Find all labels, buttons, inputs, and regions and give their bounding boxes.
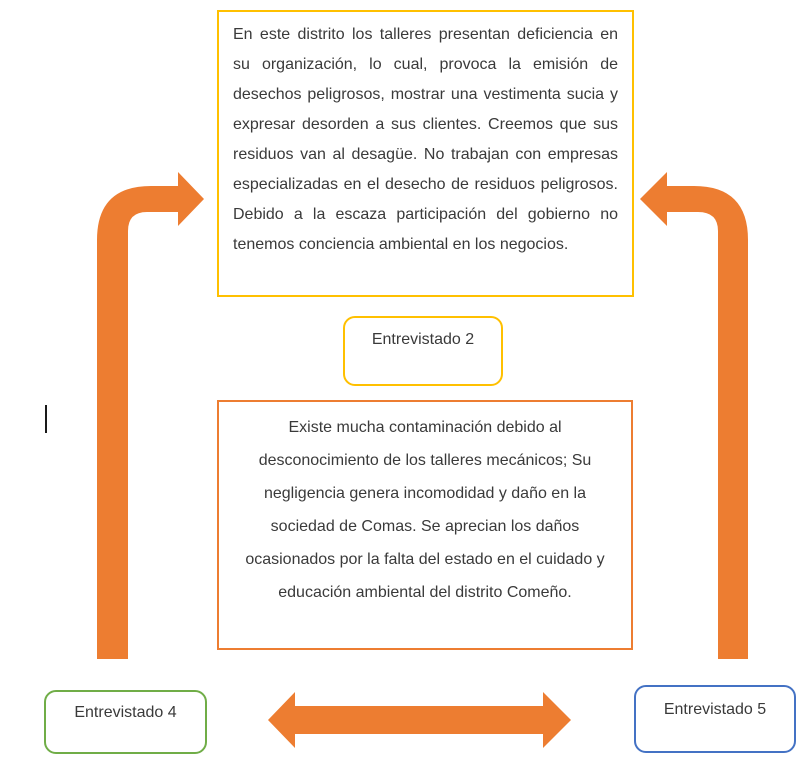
quote-top-text: En este distrito los talleres presentan …: [233, 26, 618, 253]
right-bent-arrow-icon[interactable]: [640, 172, 748, 659]
entrevistado-4-label: Entrevistado 4: [74, 704, 177, 721]
entrevistado-5-label: Entrevistado 5: [663, 701, 767, 718]
entrevistado-5-box[interactable]: Entrevistado 5: [634, 685, 796, 753]
quote-box-top[interactable]: En este distrito los talleres presentan …: [217, 10, 634, 297]
left-bent-arrow-icon[interactable]: [97, 172, 204, 659]
quote-middle-text: Existe mucha contaminación debido al des…: [245, 419, 605, 601]
quote-box-middle[interactable]: Existe mucha contaminación debido al des…: [217, 400, 633, 650]
entrevistado-2-box[interactable]: Entrevistado 2: [343, 316, 503, 386]
entrevistado-4-box[interactable]: Entrevistado 4: [44, 690, 207, 754]
text-cursor: [45, 405, 47, 433]
double-headed-arrow-icon[interactable]: [268, 692, 571, 748]
entrevistado-2-label: Entrevistado 2: [371, 331, 475, 348]
